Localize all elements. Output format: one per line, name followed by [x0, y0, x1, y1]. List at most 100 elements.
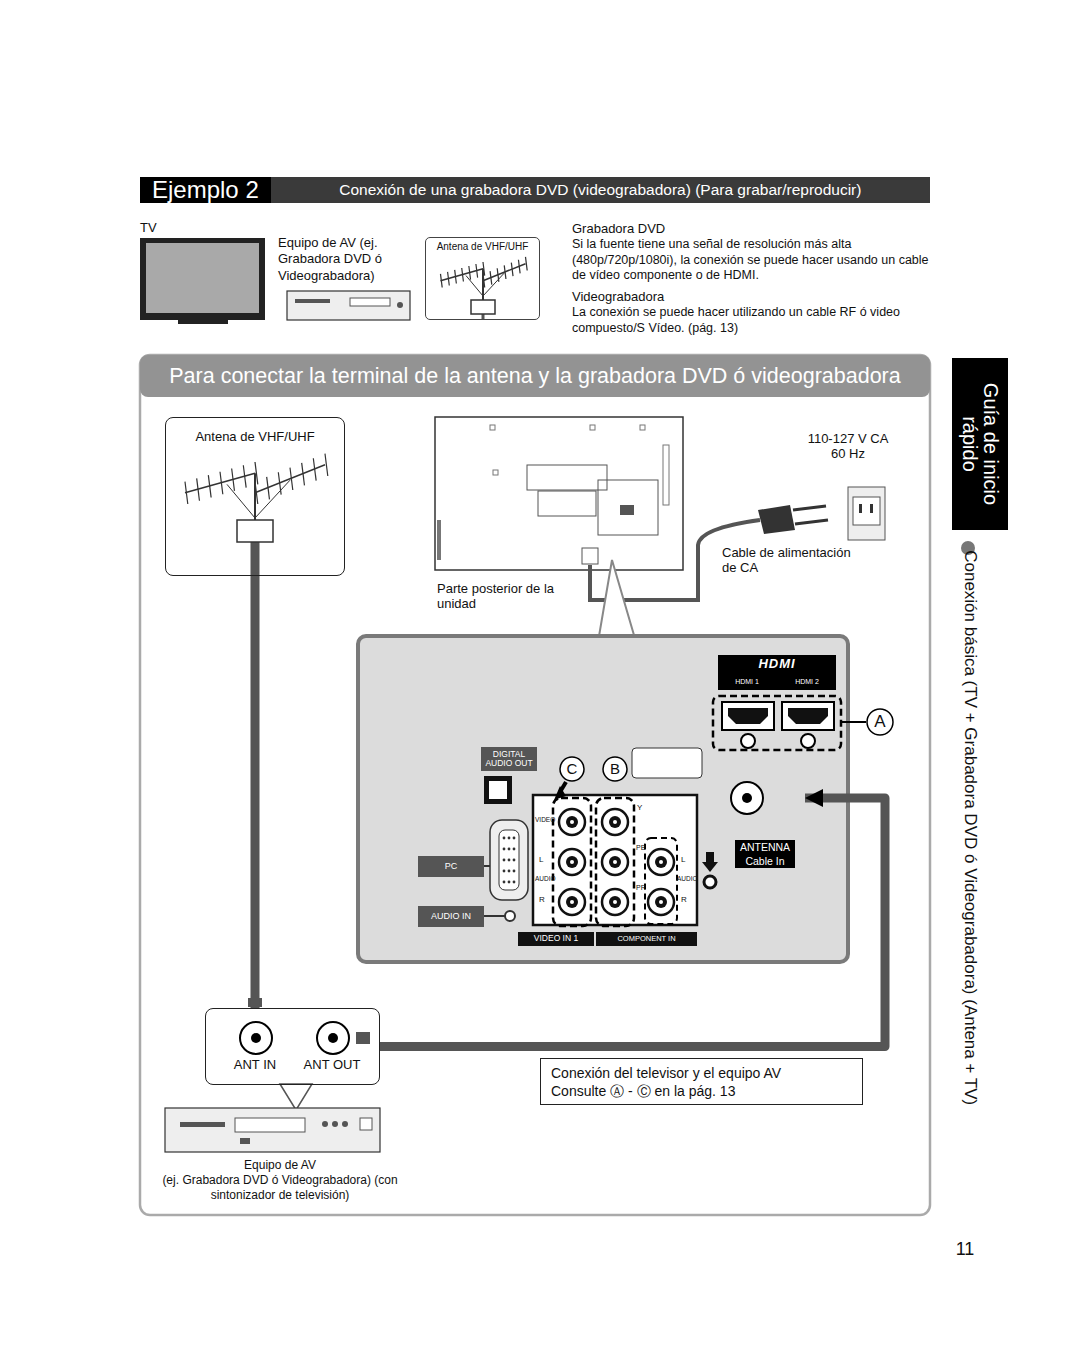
antenna-terminal — [731, 782, 763, 814]
vga-pin — [513, 837, 516, 840]
node-text: COMPONENT IN — [617, 935, 675, 944]
antenna-symbol — [483, 273, 504, 296]
antenna-symbol — [232, 469, 235, 491]
av-device-jacks — [240, 998, 370, 1110]
node-text: Guía de inicio rápido — [959, 364, 1001, 524]
vga-pin — [503, 870, 506, 873]
label-text: 11 — [950, 1238, 980, 1261]
tv-back-panel — [538, 491, 596, 516]
coax-cable — [380, 798, 885, 1047]
tv-back-panel — [663, 445, 669, 505]
node-box: Parte posterior de la unidad — [435, 417, 683, 570]
label-text: A — [867, 711, 893, 733]
vga-pin — [503, 881, 506, 884]
node-text: Ejemplo 2 — [140, 177, 271, 203]
dvd-recorder-large — [165, 1108, 380, 1152]
dvd-recorder-large — [240, 1138, 250, 1144]
vga-pin — [508, 848, 511, 851]
node-text: AUDIO IN — [431, 911, 471, 921]
rca-jack — [659, 900, 663, 904]
tv-back-panel — [437, 520, 441, 560]
av-device-jacks — [251, 1033, 261, 1043]
s-video-box — [632, 748, 702, 778]
label-text: Conexión básica (TV + Grabadora DVD ó Vi… — [960, 550, 980, 1190]
rca-jack — [559, 809, 585, 835]
label-text: L — [681, 856, 693, 864]
antenna-terminal — [706, 852, 714, 862]
vga-pin — [508, 870, 511, 873]
antenna-symbol — [471, 300, 495, 314]
power-cord — [758, 505, 795, 534]
vga-pin — [508, 881, 511, 884]
component-frame — [553, 798, 591, 926]
antenna-symbol — [197, 478, 200, 500]
antenna-symbol — [237, 520, 273, 542]
rca-jack — [659, 860, 663, 864]
component-frame — [645, 838, 677, 924]
vga-pin — [513, 881, 516, 884]
label-text: TV — [140, 220, 180, 236]
zoom-pointer — [598, 560, 636, 642]
label-text: R — [681, 896, 693, 904]
node-text: Conexión de una grabadora DVD (videograb… — [271, 177, 930, 203]
node-text: Antena de VHF/UHF — [166, 418, 344, 445]
label-text: PB — [636, 844, 648, 851]
power-cord — [870, 504, 873, 513]
power-cord — [590, 487, 885, 600]
antenna-symbol — [448, 272, 450, 286]
av-device-jacks — [356, 1032, 370, 1044]
power-cord — [859, 504, 862, 513]
hdmi-jacks — [788, 708, 828, 724]
node-box: DIGITAL AUDIO OUT — [481, 747, 537, 771]
rca-jack — [570, 860, 574, 864]
label-text: 110-127 V CA — [790, 431, 906, 447]
rca-jack — [609, 856, 621, 868]
node-text: ANT IN — [219, 1058, 291, 1073]
rca-jack — [613, 900, 617, 904]
power-cord — [793, 506, 826, 510]
antenna-symbol — [441, 257, 528, 314]
label-text: L — [539, 856, 551, 864]
antenna-symbol — [441, 274, 443, 288]
rca-jack — [559, 849, 585, 875]
label-text: Equipo de AV — [160, 1158, 400, 1173]
dvd-recorder-large — [165, 1108, 380, 1152]
tv-front — [146, 243, 259, 313]
antenna-symbol — [243, 465, 246, 487]
hdmi-jacks — [741, 734, 755, 748]
rca-jack — [566, 816, 578, 828]
antenna-symbol — [290, 468, 293, 490]
label-text: PR — [636, 884, 648, 891]
hdmi-jacks — [713, 696, 841, 750]
coax-cable — [251, 576, 260, 1008]
rca-jack — [648, 849, 674, 875]
label-text: AUDIO — [535, 876, 555, 883]
dvd-recorder-large — [332, 1121, 338, 1127]
node-text: Parte posterior de la unidad — [437, 582, 577, 612]
label-text: Cable de alimentación de CA — [722, 546, 862, 576]
node-text: HDMI 2 — [782, 678, 832, 686]
title-band-frame — [140, 355, 930, 397]
node-box: PC — [418, 856, 484, 877]
tv-front — [178, 320, 228, 324]
tv-back-panel — [435, 417, 683, 570]
node-box: AUDIO IN — [418, 906, 484, 927]
tv-back-panel — [490, 425, 495, 430]
antenna-symbol — [325, 454, 328, 476]
antenna-symbol — [220, 472, 223, 494]
tv-back-panel — [527, 465, 607, 490]
node-box: Antena de VHF/UHF — [425, 237, 540, 320]
tv-back-panel — [640, 425, 645, 430]
rca-jack — [609, 896, 621, 908]
audio-in-jack — [484, 911, 515, 921]
node-box: COMPONENT IN — [596, 932, 697, 946]
dvd-recorder-large — [360, 1118, 372, 1130]
node-box: HDMIHDMI 1HDMI 2 — [718, 655, 836, 690]
antenna-symbol — [469, 266, 471, 280]
rca-jack — [570, 900, 574, 904]
antenna-symbol — [185, 454, 328, 542]
tv-front — [140, 238, 265, 320]
rca-jack — [602, 809, 628, 835]
zoom-pointer — [598, 560, 636, 642]
